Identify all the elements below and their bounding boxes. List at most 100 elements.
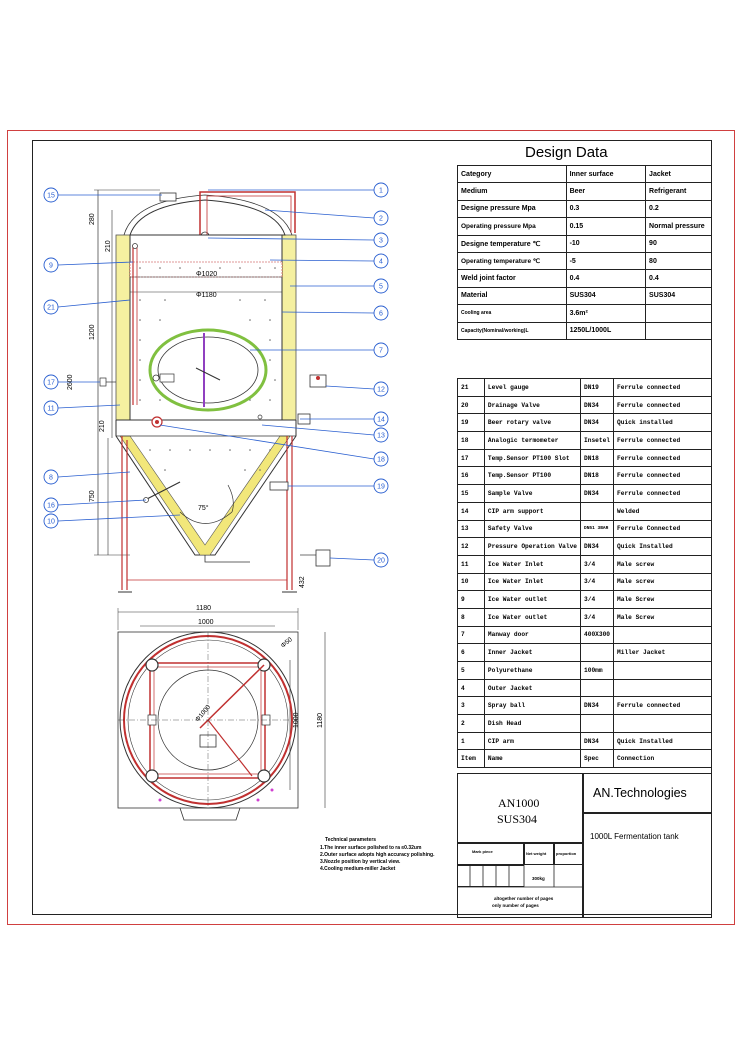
dim-w1000: 1000 <box>198 619 214 626</box>
leader-lines-left <box>57 194 181 522</box>
balloon-number: 16 <box>47 503 55 510</box>
technical-title: Technical parameters <box>325 837 377 843</box>
dim-h210a: 210 <box>105 240 112 252</box>
balloon-left: 21 <box>43 299 59 315</box>
parts-cell: DN34 <box>580 696 615 716</box>
design-cell <box>645 321 712 340</box>
balloon-number: 15 <box>47 193 55 200</box>
dim-d1020: Φ1020 <box>196 271 217 278</box>
top-view <box>117 608 326 821</box>
balloon-left: 10 <box>43 513 59 529</box>
net-weight-label: Net weight <box>526 851 547 856</box>
mark-piece-cell <box>457 843 524 865</box>
company-box <box>583 773 712 813</box>
balloon-left: 8 <box>43 469 59 485</box>
balloon-number: 18 <box>377 457 385 464</box>
model-box <box>457 773 583 843</box>
parts-cell: Ferrule connected <box>613 431 712 450</box>
dim-d1180: Φ1180 <box>196 292 217 299</box>
balloon-number: 4 <box>379 259 383 266</box>
dim-h1200: 1200 <box>89 324 96 340</box>
balloon-number: 8 <box>49 475 53 482</box>
balloon-number: 3 <box>379 238 383 245</box>
balloon-left: 16 <box>43 497 59 513</box>
dim-cone-angle: 75° <box>198 504 209 512</box>
model-material: SUS304 <box>497 812 538 826</box>
parts-cell: Connection <box>613 749 712 769</box>
balloon-number: 5 <box>379 284 383 291</box>
balloon-number: 7 <box>379 348 383 355</box>
balloon-number: 10 <box>47 519 55 526</box>
balloon-number: 17 <box>47 380 55 387</box>
balloon-left: 17 <box>43 374 59 390</box>
balloon-left: 11 <box>43 400 59 416</box>
balloon-right: 6 <box>373 305 389 321</box>
balloon-number: 21 <box>47 305 55 312</box>
balloon-right: 3 <box>373 232 389 248</box>
outer-frame <box>7 130 735 925</box>
balloon-right: 2 <box>373 210 389 226</box>
product-name: 1000L Fermentation tank <box>590 832 679 841</box>
balloon-right: 12 <box>373 381 389 397</box>
balloon-right: 18 <box>373 451 389 467</box>
parts-cell: Name <box>483 749 582 769</box>
product-box <box>583 813 712 918</box>
parts-cell: Spec <box>580 749 615 769</box>
dim-h750: 750 <box>89 490 96 502</box>
mark-piece-label: Mark piece <box>472 849 493 854</box>
balloon-right: 19 <box>373 478 389 494</box>
balloon-right: 7 <box>373 342 389 358</box>
balloon-number: 9 <box>49 263 53 270</box>
parts-cell: Safety Valve <box>483 519 582 539</box>
balloon-number: 14 <box>377 417 385 424</box>
balloon-number: 2 <box>379 216 383 223</box>
balloon-right: 20 <box>373 552 389 568</box>
dim-h280: 280 <box>89 213 96 225</box>
balloon-right: 1 <box>373 182 389 198</box>
technical-line-4: 4.Cooling medium-miller Jacket <box>320 866 396 872</box>
company-name: AN.Technologies <box>593 786 687 800</box>
mark-cells <box>457 865 524 887</box>
dim-h2600: 2600 <box>67 374 74 390</box>
proportion-label: proportion <box>556 851 577 856</box>
weight-value: 300kg <box>532 876 545 881</box>
design-data-title: Design Data <box>525 144 608 161</box>
dim-h432: 432 <box>299 576 306 588</box>
dim-w1180: 1180 <box>196 605 211 612</box>
balloon-number: 11 <box>47 406 54 413</box>
balloon-right: 4 <box>373 253 389 269</box>
front-view <box>94 189 331 593</box>
dim-v1180: 1180 <box>317 713 324 728</box>
balloon-number: 12 <box>377 387 385 394</box>
leader-lines-right <box>159 189 375 561</box>
balloon-right: 13 <box>373 427 389 443</box>
technical-line-1: 1.The inner surface polished to ra ≤0.32… <box>320 845 422 851</box>
pages-line-2: only number of pages <box>492 903 539 908</box>
balloon-right: 5 <box>373 278 389 294</box>
model-name: AN1000 <box>498 796 540 810</box>
balloon-left: 15 <box>43 187 59 203</box>
balloon-number: 13 <box>377 433 385 440</box>
